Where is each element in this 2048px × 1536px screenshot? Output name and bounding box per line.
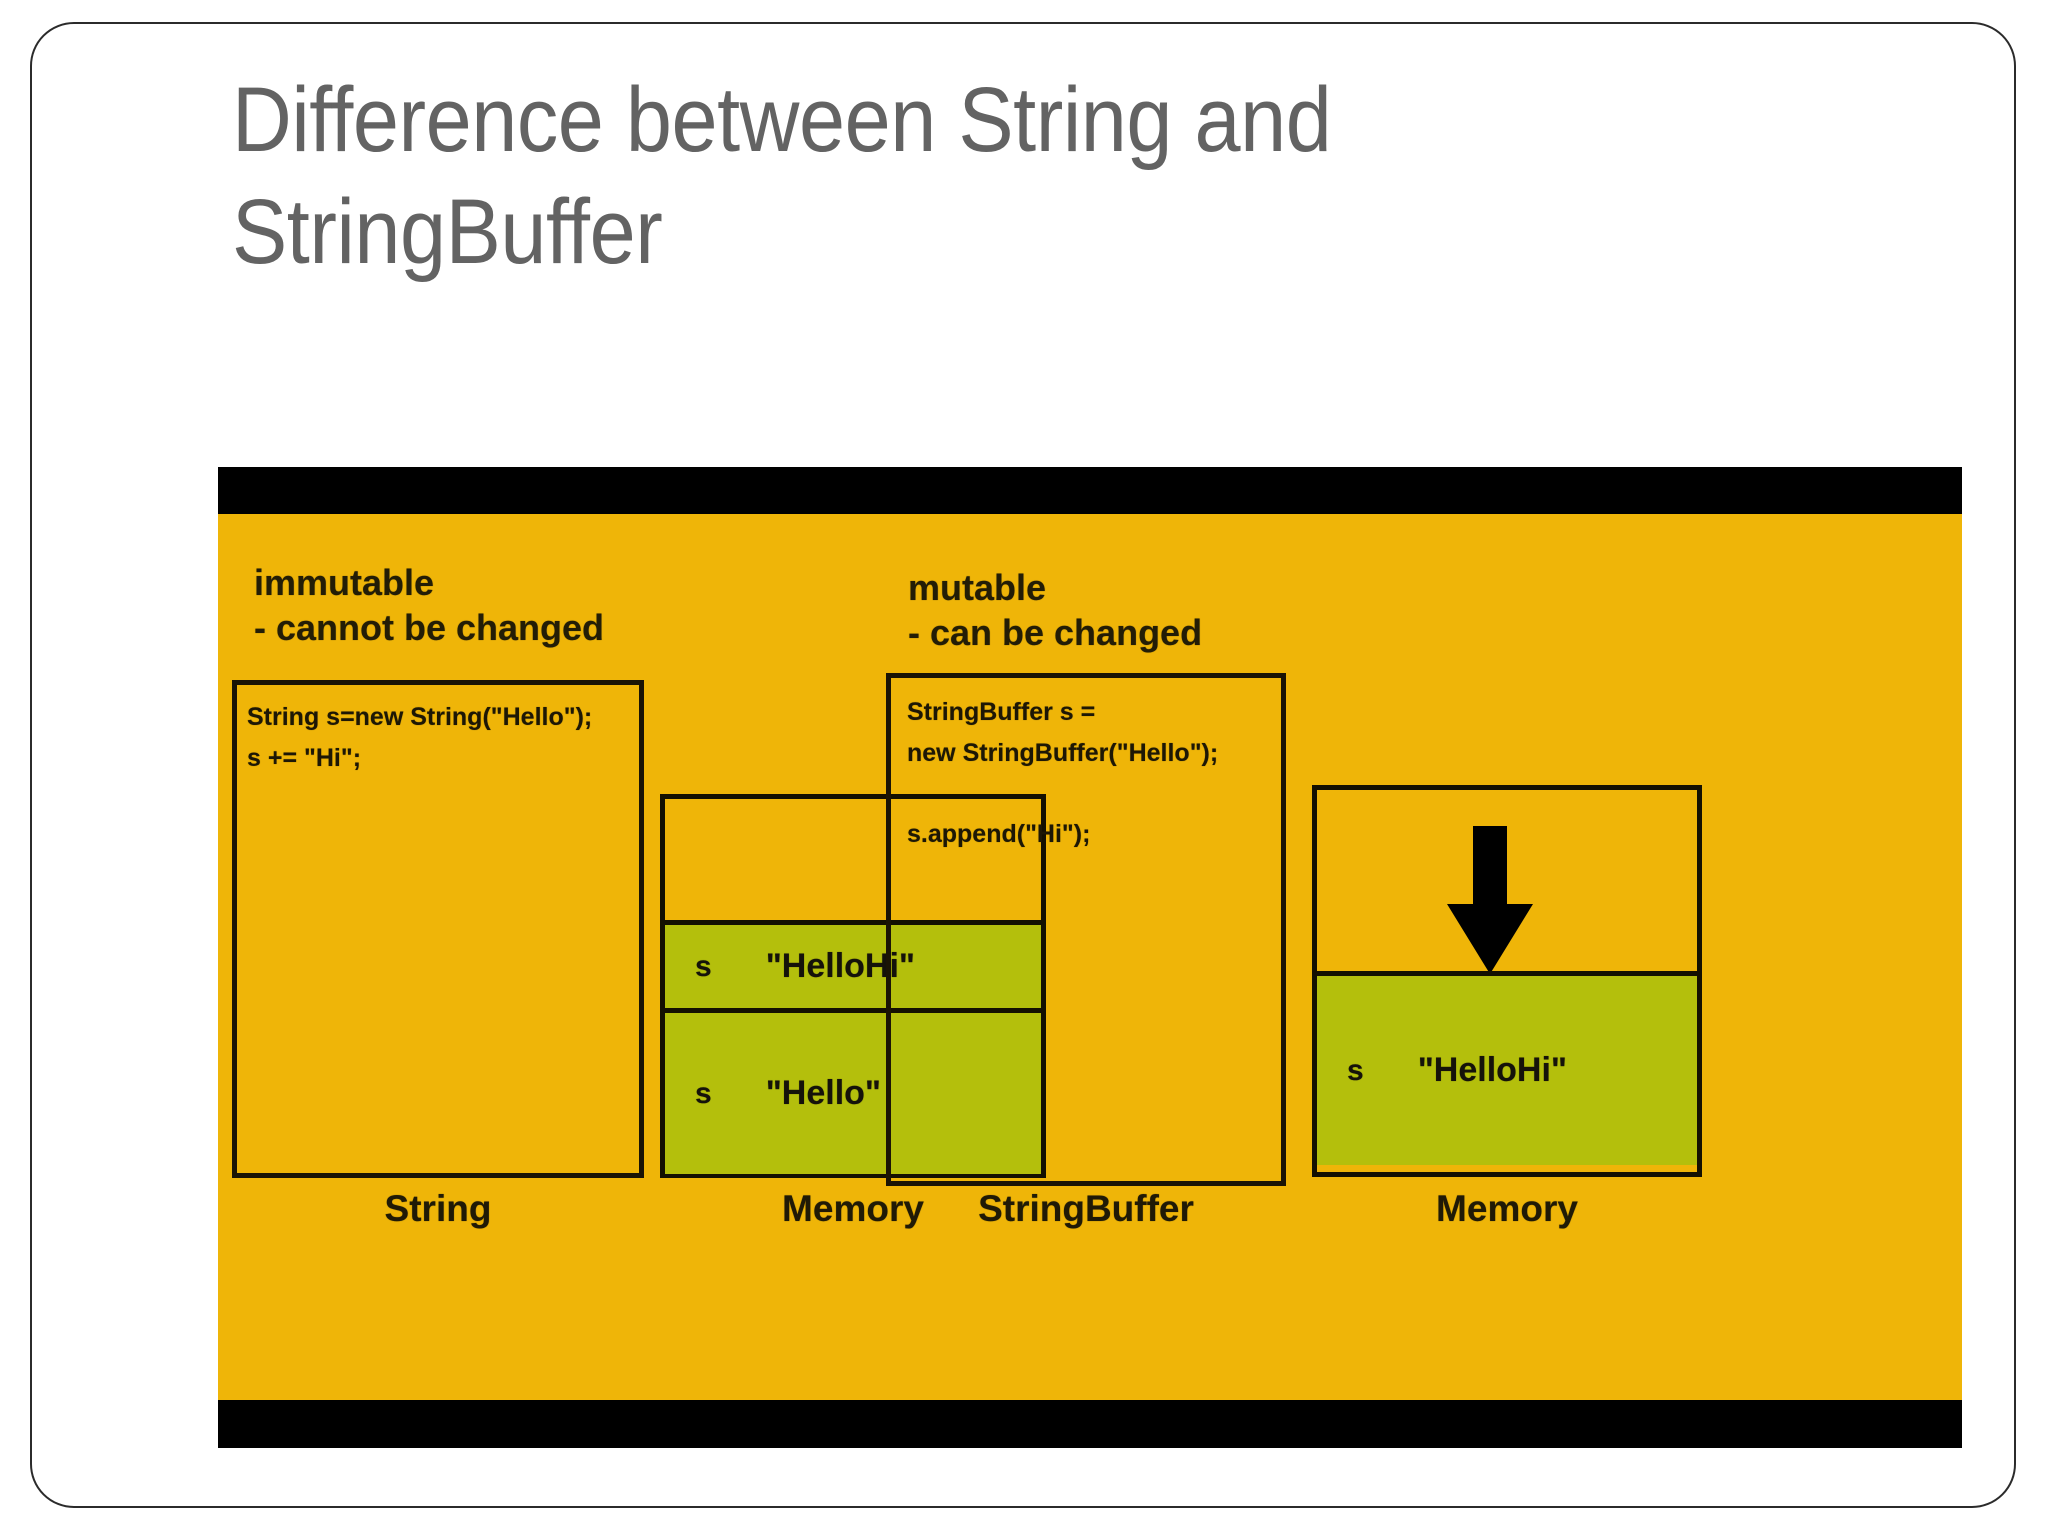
memory-cell: s "HelloHi" <box>665 920 1041 1008</box>
memory-cell-value: "Hello" <box>765 1074 882 1112</box>
down-arrow-icon <box>1447 826 1533 974</box>
string-caption: String <box>384 1188 492 1229</box>
memory-cell-value: "HelloHi" <box>1417 1051 1568 1089</box>
immutable-heading: immutable - cannot be changed <box>254 562 605 648</box>
string-code-box: String s=new String("Hello"); s += "Hi"; <box>232 680 644 1178</box>
string-memory-box: s "HelloHi" s "Hello" <box>660 794 1046 1178</box>
page-title: Difference between String and StringBuff… <box>232 69 1354 284</box>
diagram-image: immutable - cannot be changed String s=n… <box>218 467 1962 1448</box>
stringbuffer-memory-caption: Memory <box>1436 1188 1578 1229</box>
slide-frame: Difference between String and StringBuff… <box>30 22 2016 1508</box>
mutable-heading: mutable - can be changed <box>908 567 1203 653</box>
string-code-text: String s=new String("Hello"); s += "Hi"; <box>247 703 593 772</box>
memory-cell-variable: s <box>1347 1053 1364 1087</box>
image-top-black-bar <box>218 467 1962 514</box>
memory-cell: s "HelloHi" <box>1317 971 1697 1165</box>
stringbuffer-memory-box: s "HelloHi" <box>1312 785 1702 1177</box>
image-bottom-black-bar <box>218 1400 1962 1448</box>
stringbuffer-code-text: StringBuffer s = new StringBuffer("Hello… <box>907 698 1219 848</box>
string-memory-caption: Memory <box>782 1188 924 1229</box>
memory-cell-variable: s <box>695 949 712 983</box>
memory-cell: s "Hello" <box>665 1008 1041 1174</box>
stringbuffer-code-box: StringBuffer s = new StringBuffer("Hello… <box>886 673 1286 1186</box>
memory-cell-variable: s <box>695 1076 712 1110</box>
stringbuffer-caption: StringBuffer <box>978 1188 1194 1229</box>
